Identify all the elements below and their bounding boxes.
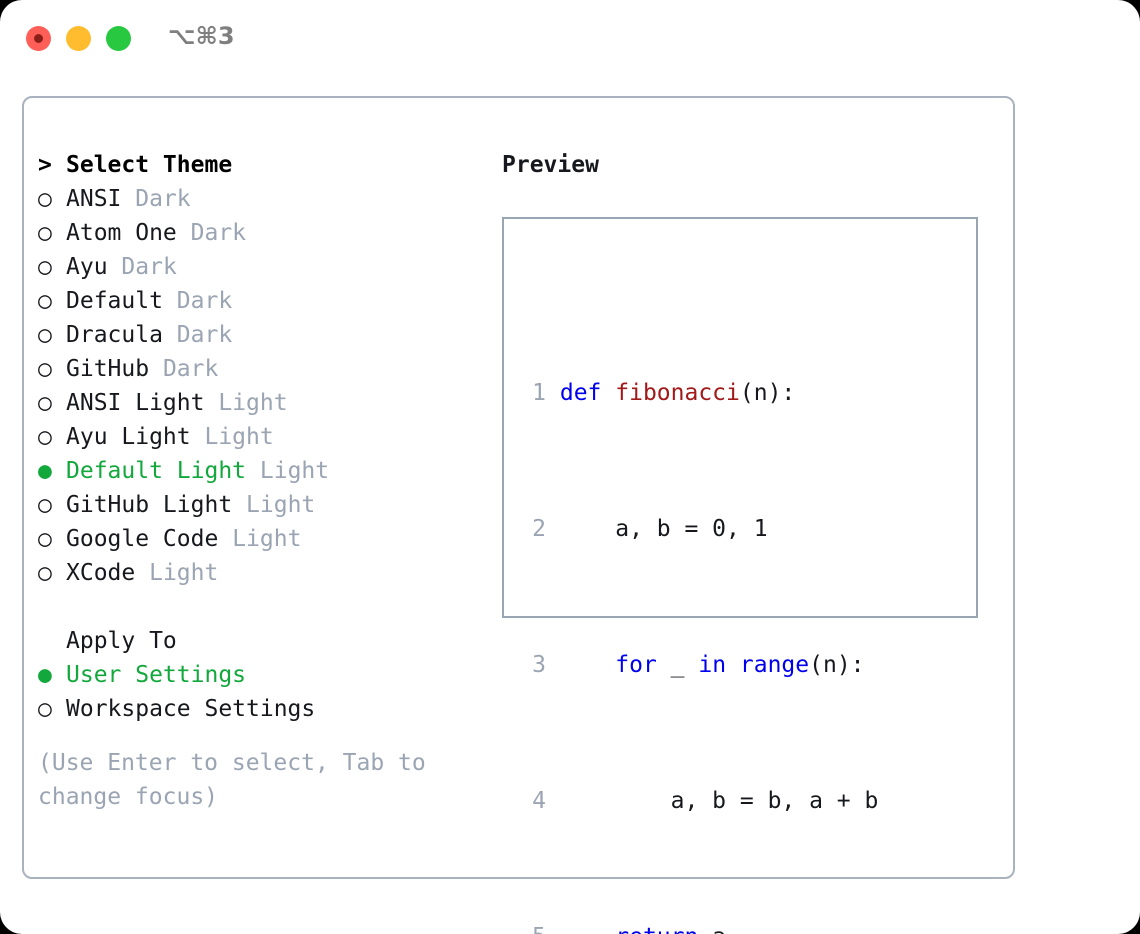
preview-box: 1 def fibonacci(n): 2 a, b = 0, 1 3 for … xyxy=(502,217,978,934)
theme-category: Light xyxy=(218,390,288,416)
select-theme-title: Select Theme xyxy=(66,152,233,178)
code-token: a xyxy=(712,924,726,934)
theme-option-ansi-light[interactable]: ○ ANSI Light Light xyxy=(38,386,488,420)
theme-name: Default xyxy=(66,288,163,314)
theme-name: Ayu xyxy=(66,254,108,280)
theme-name: Google Code xyxy=(66,526,219,552)
apply-to-option-user-settings[interactable]: ● User Settings xyxy=(38,658,488,692)
preview-heading: Preview xyxy=(502,152,599,178)
theme-option-google-code[interactable]: ○ Google Code Light xyxy=(38,522,488,556)
radio-unselected-icon[interactable]: ○ xyxy=(38,492,52,518)
apply-to-option-label: User Settings xyxy=(66,662,247,688)
theme-category: Dark xyxy=(162,356,219,382)
radio-unselected-icon[interactable]: ○ xyxy=(38,696,52,722)
theme-option-atom-one-dark[interactable]: ○ Atom One Dark xyxy=(38,216,488,250)
minimize-button-icon[interactable] xyxy=(66,26,91,51)
preview-code: 1 def fibonacci(n): 2 a, b = 0, 1 3 for … xyxy=(520,274,906,934)
theme-category: Dark xyxy=(190,220,247,246)
line-number: 5 xyxy=(520,920,546,934)
line-number: 4 xyxy=(532,788,546,814)
line-number: 2 xyxy=(532,516,546,542)
code-token: a, b = 0, 1 xyxy=(559,516,768,542)
code-token: def xyxy=(559,380,616,406)
theme-option-ayu-light[interactable]: ○ Ayu Light Light xyxy=(38,420,488,454)
apply-to-heading: Apply To xyxy=(38,624,488,658)
code-token: (n): xyxy=(739,380,796,406)
radio-unselected-icon[interactable]: ○ xyxy=(38,390,52,416)
theme-option-github-dark[interactable]: ○ GitHub Dark xyxy=(38,352,488,386)
theme-category: Dark xyxy=(176,322,233,348)
apply-to-option-label: Workspace Settings xyxy=(66,696,316,722)
theme-option-github-light[interactable]: ○ GitHub Light Light xyxy=(38,488,488,522)
theme-option-ayu-dark[interactable]: ○ Ayu Dark xyxy=(38,250,488,284)
section-spacer xyxy=(38,590,488,624)
radio-unselected-icon[interactable]: ○ xyxy=(38,356,52,382)
theme-category: Light xyxy=(232,526,302,552)
theme-name: XCode xyxy=(66,560,136,586)
close-button-icon[interactable] xyxy=(26,26,51,51)
theme-name: GitHub xyxy=(66,356,150,382)
code-token: a, b = b, a + b xyxy=(559,788,879,814)
radio-unselected-icon[interactable]: ○ xyxy=(38,424,52,450)
theme-name: Default Light xyxy=(66,458,247,484)
title-bar: ⌥⌘3 xyxy=(0,0,1140,78)
theme-category: Dark xyxy=(135,186,191,212)
keyboard-hint-text: (Use Enter to select, Tab to change focu… xyxy=(38,750,440,810)
line-number: 1 xyxy=(532,380,546,406)
code-line: 1 def fibonacci(n): xyxy=(520,376,906,410)
radio-unselected-icon[interactable]: ○ xyxy=(38,288,52,314)
theme-option-ansi-dark[interactable]: ○ ANSI Dark xyxy=(38,182,488,216)
maximize-button-icon[interactable] xyxy=(106,26,131,51)
radio-unselected-icon[interactable]: ○ xyxy=(38,186,52,212)
theme-name: ANSI xyxy=(66,186,122,212)
preview-column: Preview 1 def fibonacci(n): 2 a, b = 0, … xyxy=(502,148,1002,934)
theme-name: Atom One xyxy=(66,220,177,246)
radio-selected-icon[interactable]: ● xyxy=(38,458,52,484)
theme-name: GitHub Light xyxy=(66,492,233,518)
theme-category: Light xyxy=(259,458,330,484)
theme-picker-panel: >Select Theme ○ANSI Dark ○Atom One Dark … xyxy=(22,96,1015,934)
code-token: in xyxy=(698,652,740,678)
select-theme-header: > Select Theme xyxy=(38,148,488,182)
radio-unselected-icon[interactable]: ○ xyxy=(38,322,52,348)
code-line: 3 for _ in range(n): xyxy=(520,648,906,682)
radio-selected-icon[interactable]: ● xyxy=(38,662,52,688)
radio-unselected-icon[interactable]: ○ xyxy=(38,560,52,586)
theme-name: ANSI Light xyxy=(66,390,205,416)
apply-to-option-workspace-settings[interactable]: ○ Workspace Settings xyxy=(38,692,488,726)
code-token: range xyxy=(739,652,810,678)
code-token: _ xyxy=(670,652,699,678)
theme-category: Light xyxy=(246,492,316,518)
theme-selector-column: >Select Theme ○ANSI Dark ○Atom One Dark … xyxy=(38,148,488,814)
window-shortcut-label: ⌥⌘3 xyxy=(168,22,235,50)
theme-option-default-dark[interactable]: ○ Default Dark xyxy=(38,284,488,318)
theme-category: Dark xyxy=(121,254,177,280)
prompt-caret-icon: > xyxy=(38,152,52,178)
theme-option-dracula-dark[interactable]: ○ Dracula Dark xyxy=(38,318,488,352)
theme-category: Light xyxy=(149,560,219,586)
code-line: 2 a, b = 0, 1 xyxy=(520,512,906,546)
heading-indent xyxy=(38,624,66,658)
theme-option-xcode[interactable]: ○ XCode Light xyxy=(38,556,488,590)
radio-unselected-icon[interactable]: ○ xyxy=(38,254,52,280)
code-line: 4 a, b = b, a + b xyxy=(520,784,906,818)
theme-option-default-light[interactable]: ● Default Light Light xyxy=(38,454,488,488)
theme-name: Dracula xyxy=(66,322,163,348)
radio-unselected-icon[interactable]: ○ xyxy=(38,220,52,246)
radio-unselected-icon[interactable]: ○ xyxy=(38,526,52,552)
theme-category: Light xyxy=(204,424,274,450)
code-line: 5 return a xyxy=(520,920,906,934)
code-token: return xyxy=(560,924,712,934)
theme-category: Dark xyxy=(176,288,233,314)
code-token: for xyxy=(559,652,671,678)
apply-to-label: Apply To xyxy=(66,628,177,654)
theme-name: Ayu Light xyxy=(66,424,191,450)
code-token: (n): xyxy=(809,652,865,678)
line-number: 3 xyxy=(532,652,546,678)
code-token: fibonacci xyxy=(615,380,740,406)
